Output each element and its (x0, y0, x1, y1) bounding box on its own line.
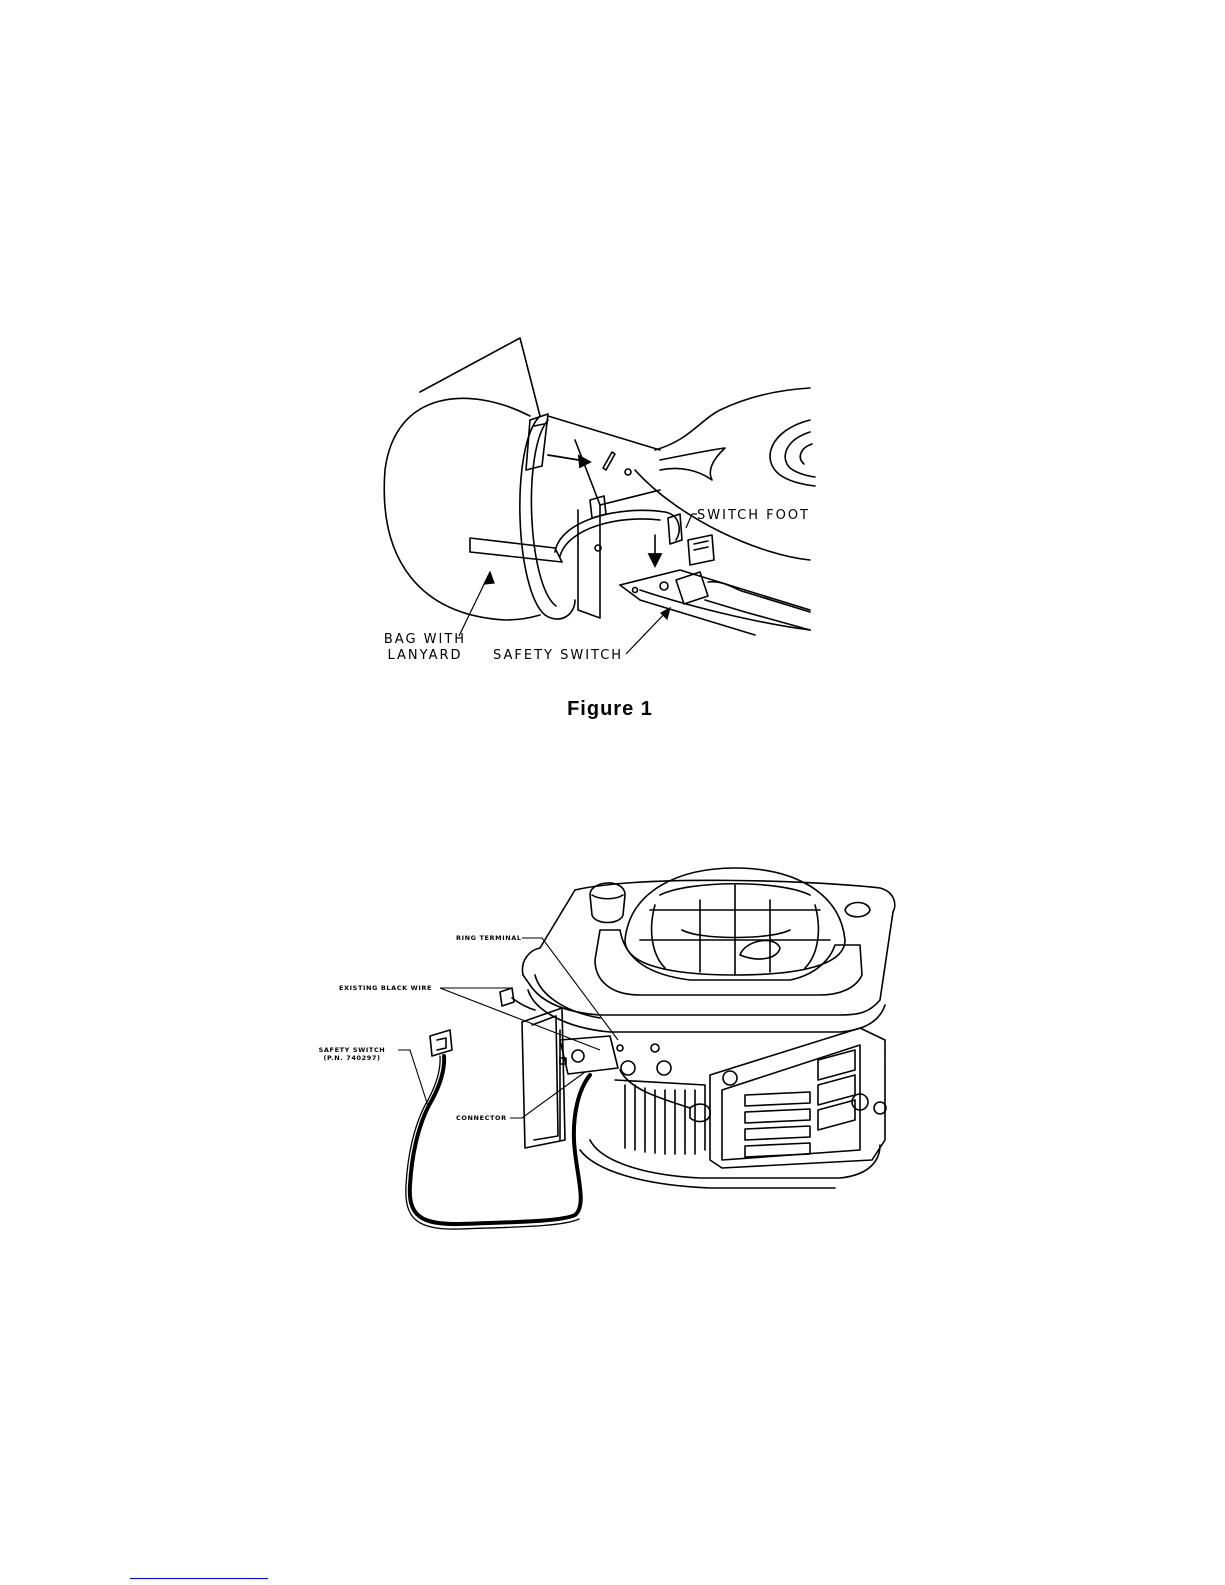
footer-rule (130, 1578, 268, 1579)
label-part-number: (P.N. 740297) (306, 1054, 398, 1062)
label-ring-terminal: RING TERMINAL (456, 934, 522, 942)
label-existing-black-wire: EXISTING BLACK WIRE (339, 984, 432, 992)
label-connector: CONNECTOR (456, 1114, 507, 1122)
label-safety-switch-fig2: SAFETY SWITCH (306, 1046, 398, 1054)
